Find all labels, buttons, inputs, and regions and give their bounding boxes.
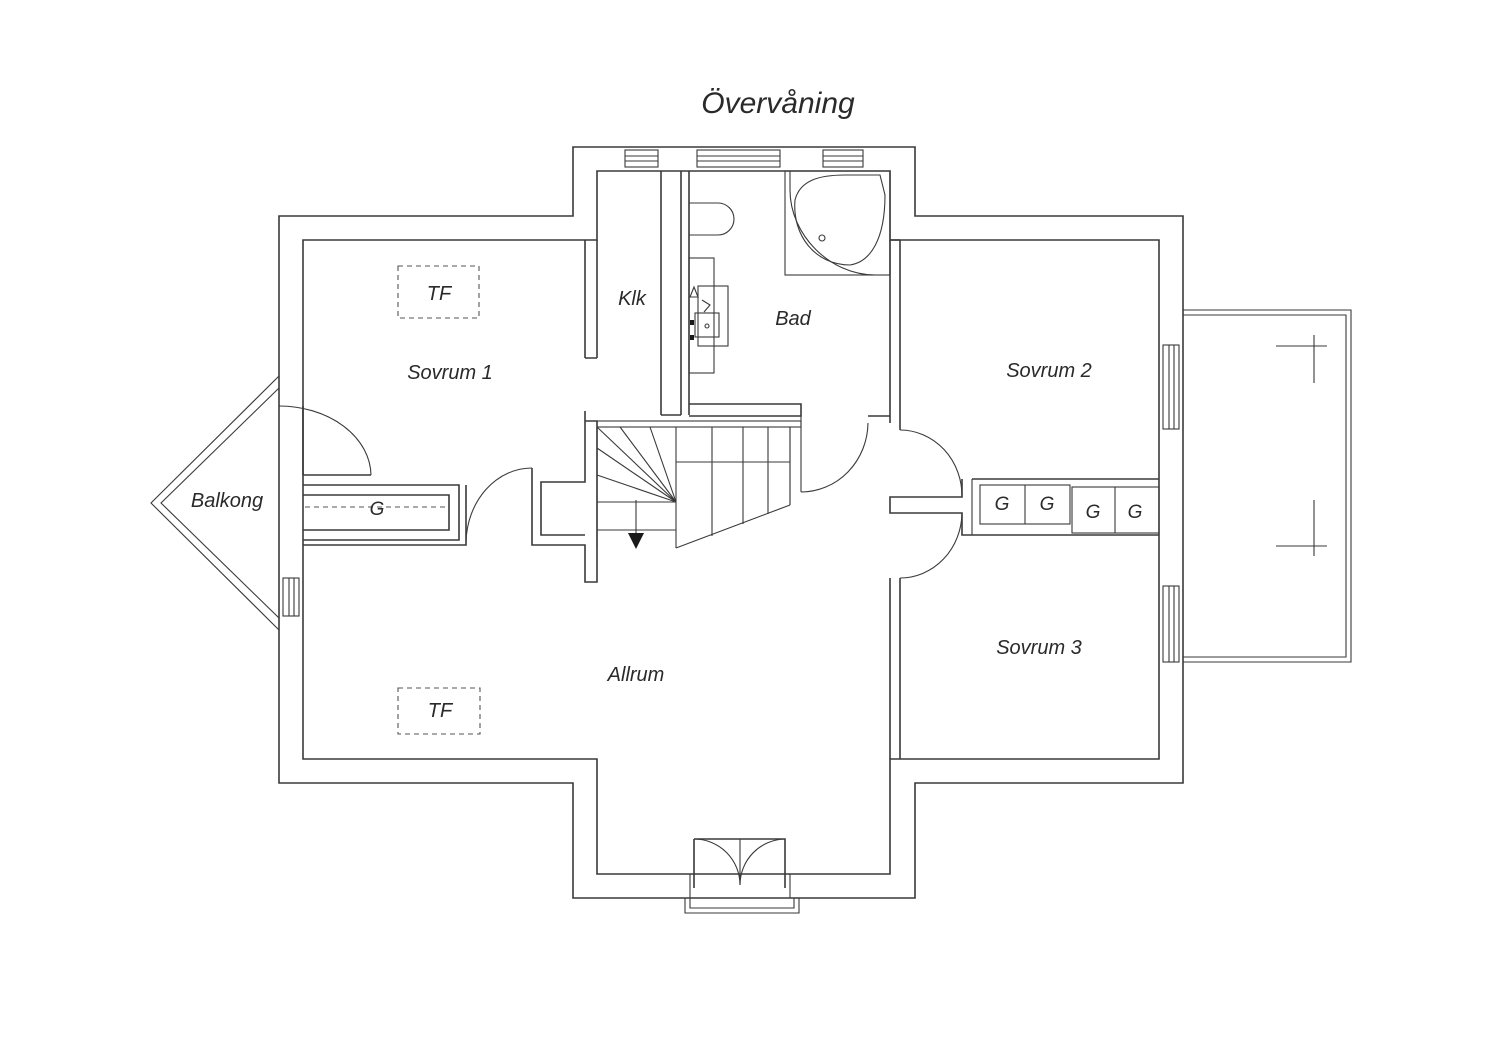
wall-allrum-top [303,542,467,546]
window-top-3 [822,149,864,168]
outer-wall-outer [278,146,1184,899]
balcony-left [150,375,280,631]
label-klk: Klk [618,288,647,310]
label-allrum: Allrum [607,664,665,686]
wall-klk [660,171,690,416]
label-sovrum3: Sovrum 3 [996,637,1082,659]
label-bad: Bad [775,308,811,330]
window-right-2 [1162,585,1180,663]
wall-sovrum1-bottom [302,406,371,476]
bathtub [784,170,891,276]
closet-row [971,479,1160,535]
wall-sovrum1-right [584,240,598,359]
label-g-closet-3: G [1086,502,1101,523]
label-g-closet-1: G [995,494,1010,515]
door-sovrum1 [278,405,372,476]
wall-sovrum2-left [890,239,901,430]
window-right-1 [1162,344,1180,430]
door-hall [465,467,533,543]
label-sovrum2: Sovrum 2 [1006,360,1092,382]
terrace-marks [1276,335,1327,556]
window-top-2 [696,149,781,168]
label-sovrum1: Sovrum 1 [407,362,493,384]
tf-box-top [397,265,480,319]
toilet [689,202,735,236]
label-g-closet-4: G [1128,502,1143,523]
plan-title: Övervåning [701,87,855,120]
label-balkong: Balkong [191,490,263,512]
outer-wall-inner [302,170,1160,875]
tf-box-bottom [397,687,481,735]
window-left [282,577,300,617]
staircase [596,416,802,549]
door-sovrum2 [899,429,963,498]
terrace-right [1183,309,1352,663]
wall-sovrum3-left [889,578,901,759]
door-sovrum3 [899,512,963,579]
window-top-1 [624,149,659,168]
label-tf-top: TF [427,283,453,305]
balcony-door-front [684,838,800,914]
label-g-hall: G [370,499,385,520]
label-g-closet-2: G [1040,494,1055,515]
hall-closet [303,484,467,542]
stair-walls [531,411,598,583]
label-tf-bottom: TF [428,700,454,722]
sink-counter [688,257,729,374]
door-bad [800,422,869,493]
